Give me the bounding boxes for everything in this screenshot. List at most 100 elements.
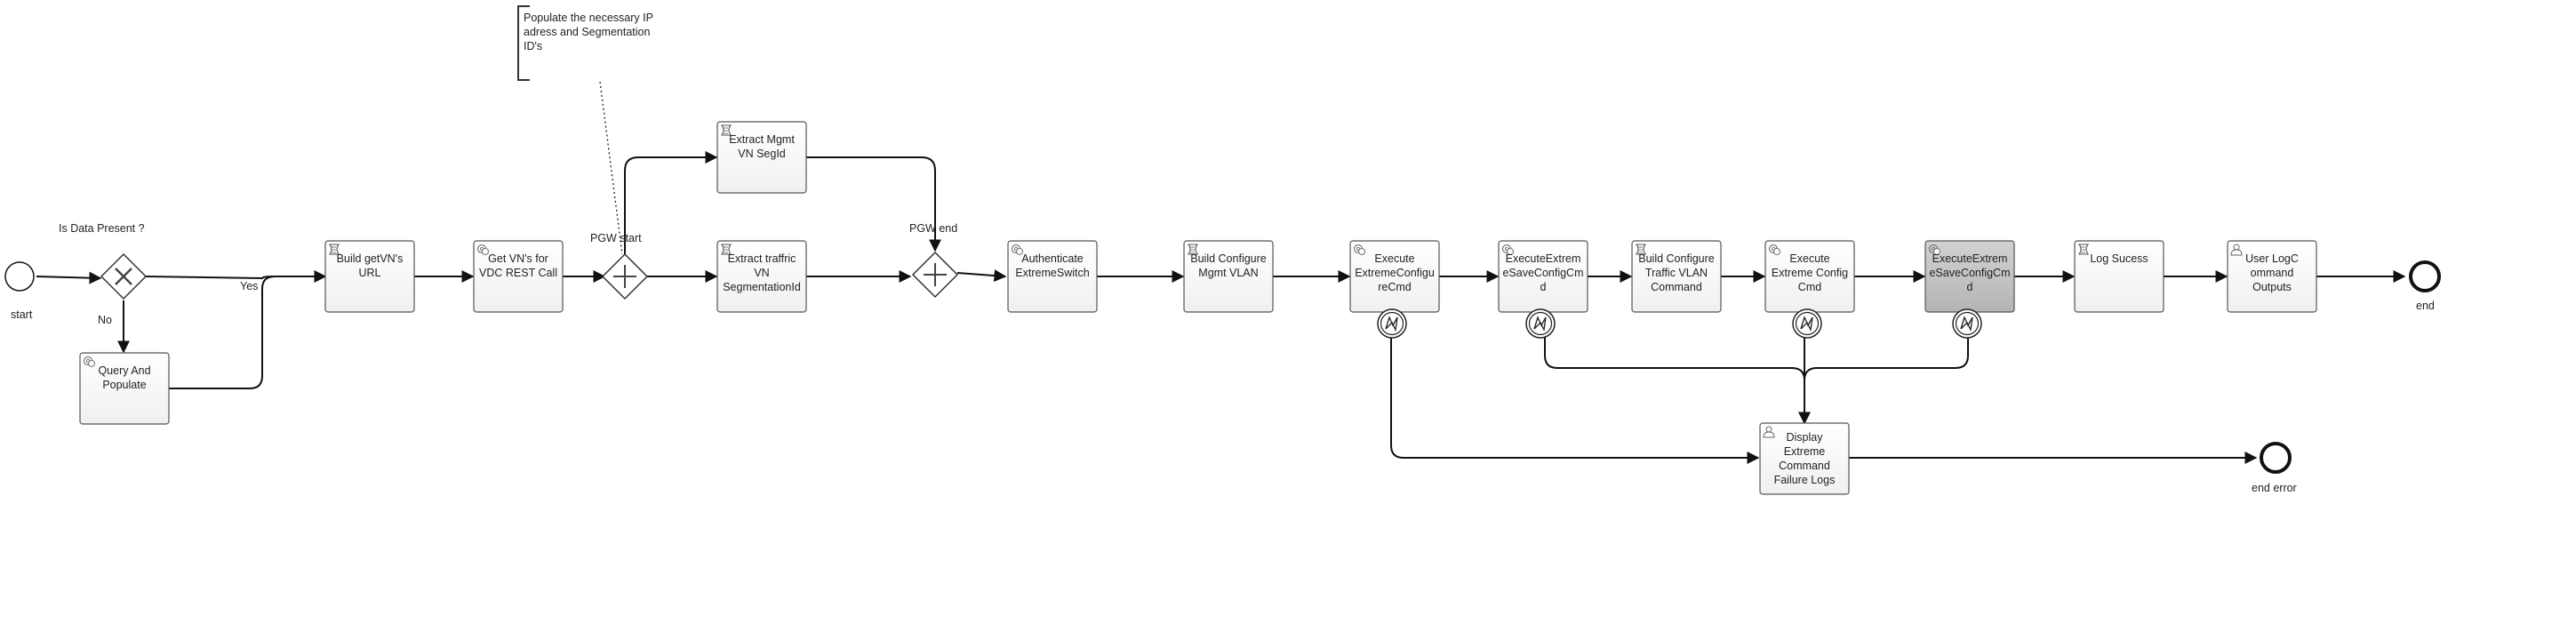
gear-icon	[476, 244, 490, 256]
task-label: ExtremeConfigu	[1355, 267, 1435, 279]
text-annotation[interactable]: Populate the necessary IP adress and Seg…	[517, 5, 653, 81]
gear-icon	[1011, 244, 1024, 256]
task-label: URL	[358, 267, 380, 279]
gateway-is-data-present[interactable]: Is Data Present ?	[59, 222, 148, 300]
task-log-success[interactable]: Log Sucess	[2074, 240, 2164, 313]
boundary-error-events	[1377, 308, 1982, 339]
task-label: VN SegId	[738, 148, 786, 160]
task-box	[1183, 240, 1274, 313]
user-icon	[1763, 426, 1775, 438]
exclusive-x-icon	[115, 268, 132, 285]
script-icon	[720, 124, 732, 136]
task-label: ExecuteExtrem	[1932, 252, 2008, 265]
gear-icon	[1353, 244, 1366, 256]
end-event-circle	[2409, 260, 2441, 292]
error-bolt-icon	[1960, 316, 1973, 332]
parallel-plus-icon	[613, 265, 636, 288]
error-boundary-event[interactable]	[1525, 308, 1556, 339]
start-event-circle	[4, 261, 35, 292]
error-boundary-event[interactable]	[1952, 308, 1982, 339]
task-label: Get VN's for	[488, 252, 548, 265]
task-label: ExtremeSwitch	[1015, 267, 1089, 279]
annotation-line-3: ID's	[524, 40, 542, 52]
task-label: Extreme Config	[1772, 267, 1848, 279]
flow-mgmt-to-pgwend	[805, 156, 941, 252]
task-label: Failure Logs	[1774, 474, 1836, 486]
end-error-event[interactable]: end error	[2252, 442, 2297, 494]
task-label: ExecuteExtrem	[1506, 252, 1581, 265]
task-label: Outputs	[2252, 281, 2292, 293]
parallel-plus-icon	[924, 263, 947, 286]
error-boundary-event[interactable]	[1377, 308, 1407, 339]
task-label: Extract Mgmt	[729, 133, 795, 146]
flow-error-save2-to-display	[1804, 324, 1969, 381]
annotation-line-1: Populate the necessary IP	[524, 12, 653, 24]
end-error-event-circle	[2260, 442, 2292, 474]
task-box	[1631, 240, 1722, 313]
task-label: ommand	[2251, 267, 2294, 279]
task-box	[1007, 240, 1098, 313]
task-label: Extract traffric	[728, 252, 796, 265]
task-box	[716, 240, 807, 313]
gateway-pgw-end[interactable]: PGW end	[909, 222, 959, 299]
task-extract-mgmt[interactable]: Extract Mgmt VN SegId	[716, 121, 807, 194]
flow-start-to-gateway	[36, 271, 102, 284]
script-icon	[2077, 244, 2090, 255]
gateway-pgw-end-label: PGW end	[909, 222, 957, 235]
task-label: Display	[1787, 431, 1824, 444]
task-label: eSaveConfigCm	[1502, 267, 1583, 279]
end-error-event-label: end error	[2252, 482, 2297, 494]
gateway-pgw-start[interactable]: PGW start	[590, 232, 649, 300]
task-label: Populate	[102, 379, 146, 391]
task-box	[2227, 240, 2317, 313]
task-label: Execute	[1789, 252, 1829, 265]
error-bolt-icon	[1533, 316, 1547, 332]
error-boundary-event[interactable]	[1792, 308, 1822, 339]
task-box	[1759, 422, 1850, 495]
task-label: SegmentationId	[723, 281, 801, 293]
flow-pgw-to-mgmt	[624, 151, 718, 256]
task-label: Build Configure	[1638, 252, 1715, 265]
task-box	[716, 121, 807, 194]
task-label: d	[1967, 281, 1973, 293]
annotation-bracket	[517, 5, 530, 81]
task-label: Extreme	[1784, 445, 1826, 458]
task-label: Authenticate	[1021, 252, 1084, 265]
flow-label-no: No	[98, 314, 112, 326]
error-bolt-icon	[1800, 316, 1813, 332]
flow-error-save1-to-display	[1544, 324, 1811, 425]
flow-pgwend-to-auth	[956, 269, 1007, 283]
end-event[interactable]: end	[2409, 260, 2441, 312]
task-label: VN	[754, 267, 769, 279]
task-label: Traffic VLAN	[1645, 267, 1708, 279]
gear-icon	[83, 356, 96, 368]
gear-icon	[1928, 244, 1941, 256]
task-label: Build Configure	[1190, 252, 1267, 265]
task-label: Mgmt VLAN	[1198, 267, 1258, 279]
task-label: VDC REST Call	[479, 267, 557, 279]
task-label: reCmd	[1378, 281, 1412, 293]
task-box	[324, 240, 415, 313]
script-icon	[720, 244, 732, 255]
flow-gateway-yes	[145, 270, 327, 283]
gear-icon	[1768, 244, 1781, 256]
task-label: Execute	[1374, 252, 1414, 265]
gear-icon	[1501, 244, 1515, 256]
start-event[interactable]: start	[4, 261, 35, 321]
flow-query-to-build	[169, 276, 276, 389]
